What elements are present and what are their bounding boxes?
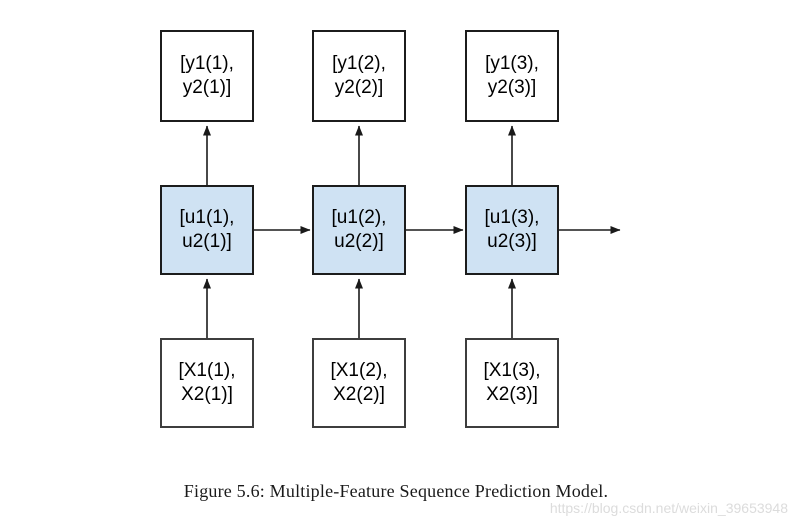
- input-box-2-line1: [X1(2),: [330, 360, 388, 381]
- figure-caption: Figure 5.6: Multiple-Feature Sequence Pr…: [183, 481, 609, 501]
- output-box-3-line1: [y1(3),: [485, 53, 539, 74]
- input-box-2: [X1(2), X2(2)]: [312, 338, 406, 428]
- output-box-2-line2: y2(2)]: [334, 77, 384, 98]
- hidden-state-box-2-line1: [u1(2),: [331, 207, 387, 228]
- input-box-2-line2: X2(2)]: [333, 384, 385, 405]
- input-box-3-line2: X2(3)]: [486, 384, 538, 405]
- output-box-3-line2: y2(3)]: [487, 77, 537, 98]
- watermark-url: https://blog.csdn.net/weixin_39653948: [549, 500, 788, 516]
- output-box-3: [y1(3), y2(3)]: [465, 30, 559, 122]
- hidden-state-box-3: [u1(3), u2(3)]: [465, 185, 559, 275]
- input-box-1: [X1(1), X2(1)]: [160, 338, 254, 428]
- input-box-1-line1: [X1(1),: [178, 360, 236, 381]
- hidden-state-box-1-line2: u2(1)]: [182, 231, 232, 252]
- output-box-1-line1: [y1(1),: [180, 53, 234, 74]
- input-box-3: [X1(3), X2(3)]: [465, 338, 559, 428]
- output-box-2: [y1(2), y2(2)]: [312, 30, 406, 122]
- hidden-state-box-1-line1: [u1(1),: [179, 207, 235, 228]
- hidden-state-box-2-line2: u2(2)]: [334, 231, 384, 252]
- hidden-state-box-3-line1: [u1(3),: [484, 207, 540, 228]
- output-box-1-line2: y2(1)]: [182, 77, 232, 98]
- input-box-3-line1: [X1(3),: [483, 360, 541, 381]
- output-box-1: [y1(1), y2(1)]: [160, 30, 254, 122]
- hidden-state-box-3-line2: u2(3)]: [487, 231, 537, 252]
- output-box-2-line1: [y1(2),: [332, 53, 386, 74]
- hidden-state-box-2: [u1(2), u2(2)]: [312, 185, 406, 275]
- hidden-state-box-1: [u1(1), u2(1)]: [160, 185, 254, 275]
- input-box-1-line2: X2(1)]: [181, 384, 233, 405]
